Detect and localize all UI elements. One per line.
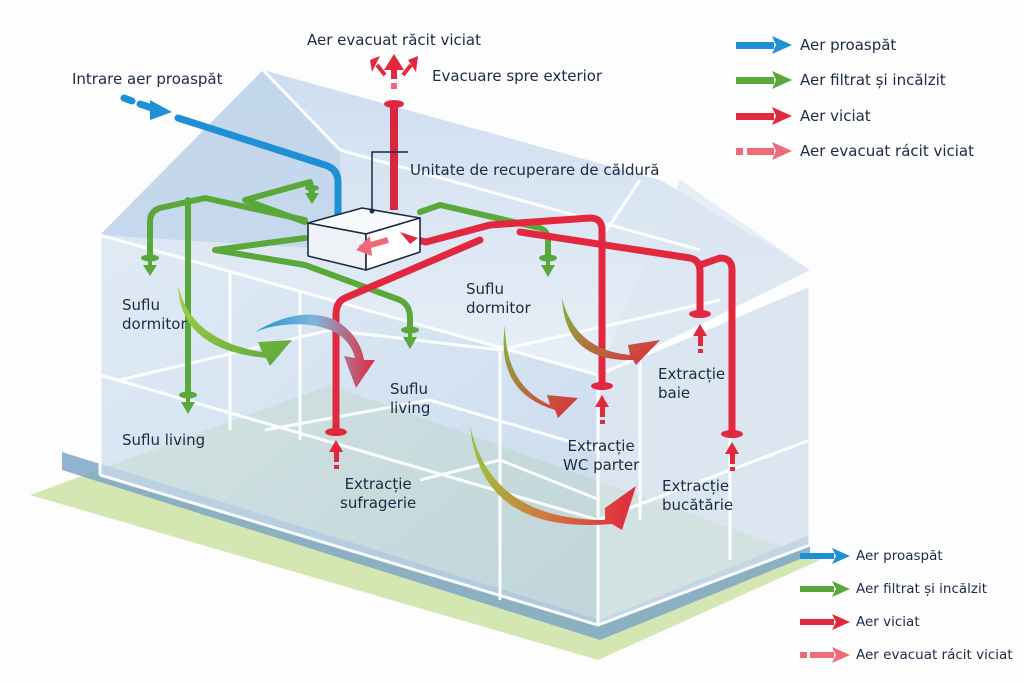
legend-label: Aer filtrat și incălzit <box>800 71 946 89</box>
legend-item-stale: Aer viciat <box>800 611 1013 633</box>
label-line: living <box>390 399 431 417</box>
legend-top: Aer proaspăt Aer filtrat și incălzit Aer… <box>736 33 974 175</box>
supply-diffusers <box>141 185 557 414</box>
label-line: baie <box>658 384 691 402</box>
legend-item-supply: Aer filtrat și incălzit <box>736 69 974 92</box>
fresh-air-arrowhead <box>150 100 172 120</box>
extract-grilles <box>325 100 743 438</box>
extract-arrows <box>329 324 739 471</box>
house-left-face <box>100 235 598 625</box>
legend-label: Aer viciat <box>856 614 920 630</box>
label-line: WC parter <box>563 456 640 474</box>
arrow-green-icon <box>800 581 850 597</box>
arrow-blue-icon <box>736 35 792 54</box>
supply-living-left-label: Suflu living <box>122 431 206 449</box>
legend-label: Aer evacuat rácit viciat <box>856 647 1013 663</box>
supply-bedroom-center-label: Suflu dormitor <box>466 280 531 318</box>
heat-recovery-unit <box>307 207 421 271</box>
exhaust-stack <box>390 105 398 210</box>
legend-label: Aer filtrat și incălzit <box>856 581 988 597</box>
label-line: Extracție <box>567 437 635 455</box>
legend-label: Aer proaspăt <box>800 35 897 54</box>
exhaust-outside-label: Evacuare spre exterior <box>432 67 603 85</box>
roof-gable-right <box>598 180 810 375</box>
airflow-arrow-bedroom-left <box>178 285 292 366</box>
label-line: Suflu <box>122 296 160 314</box>
legend-item-fresh: Aer proaspăt <box>800 545 1013 567</box>
arrow-pink-dashed-icon <box>736 142 792 160</box>
label-line: Extracție <box>344 475 412 493</box>
exhaust-out-arrows <box>370 54 418 89</box>
legend-item-stale: Aer viciat <box>736 104 974 127</box>
legend-label: Aer evacuat rácit viciat <box>800 142 975 160</box>
heat-recovery-unit-label: Unitate de recuperare de căldură <box>410 161 660 179</box>
airflow-arrow-upper-right <box>562 298 660 365</box>
legend-item-fresh: Aer proaspăt <box>736 33 974 56</box>
label-line: Extracție <box>658 365 726 383</box>
extract-kitchen-label: Extracție bucătărie <box>662 477 733 515</box>
extract-dining-label: Extracție sufragerie <box>340 475 416 513</box>
label-line: dormitor <box>466 299 531 317</box>
unit-callout-line <box>371 151 408 210</box>
legend-bottom: Aer proaspăt Aer filtrat și incălzit Aer… <box>800 545 1013 677</box>
legend-label: Aer proaspăt <box>856 548 943 564</box>
arrow-red-icon <box>736 106 792 125</box>
arrow-red-icon <box>800 614 850 630</box>
label-line: Extracție <box>662 477 730 495</box>
airflow-arrow-big <box>470 425 636 530</box>
stale-ducts <box>332 214 736 436</box>
fresh-intake-label: Intrare aer proaspăt <box>72 70 223 88</box>
label-line: dormitor <box>122 315 187 333</box>
arrow-pink-dashed-icon <box>800 647 850 663</box>
airflow-arrow-blue-red <box>255 314 375 388</box>
extract-wc-label: Extracție WC parter <box>563 437 639 475</box>
extract-bath-label: Extracție baie <box>658 365 725 403</box>
label-line: sufragerie <box>340 494 417 512</box>
label-line: Suflu <box>390 380 428 398</box>
label-line: Suflu <box>466 280 504 298</box>
house-right-face <box>598 285 810 625</box>
legend-item-exhaust: Aer evacuat rácit viciat <box>800 644 1013 666</box>
label-line: bucătărie <box>662 496 734 514</box>
exhaust-top-label: Aer evacuat răcit viciat <box>307 31 482 49</box>
arrow-blue-icon <box>800 548 850 564</box>
arrow-green-icon <box>736 71 792 89</box>
legend-label: Aer viciat <box>800 106 871 125</box>
supply-bedroom-left-label: Suflu dormitor <box>122 296 187 334</box>
supply-living-center-label: Suflu living <box>390 380 430 418</box>
house-frame <box>98 68 812 627</box>
unit-inflow-arrow <box>400 232 418 244</box>
legend-item-supply: Aer filtrat și incălzit <box>800 578 1013 600</box>
legend-item-exhaust: Aer evacuat rácit viciat <box>736 140 974 163</box>
